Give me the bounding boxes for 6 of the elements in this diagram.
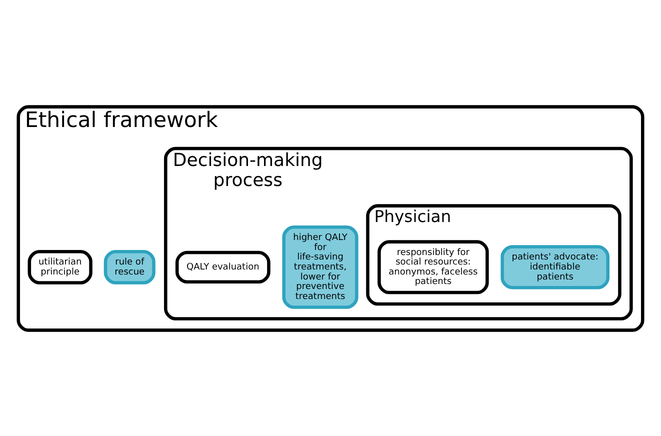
node-box: rule of rescue: [104, 250, 156, 284]
node-box: QALY evaluation: [175, 250, 270, 284]
node-box: responsiblity for social resources: anonymos, faceless patients: [378, 240, 489, 294]
node-box: higher QALY for life-saving treatments, lower for preventive treatments: [282, 224, 358, 308]
node-box: patients' advocate: identifiable patients: [500, 244, 610, 289]
node-box: utilitarian principle: [28, 250, 92, 284]
